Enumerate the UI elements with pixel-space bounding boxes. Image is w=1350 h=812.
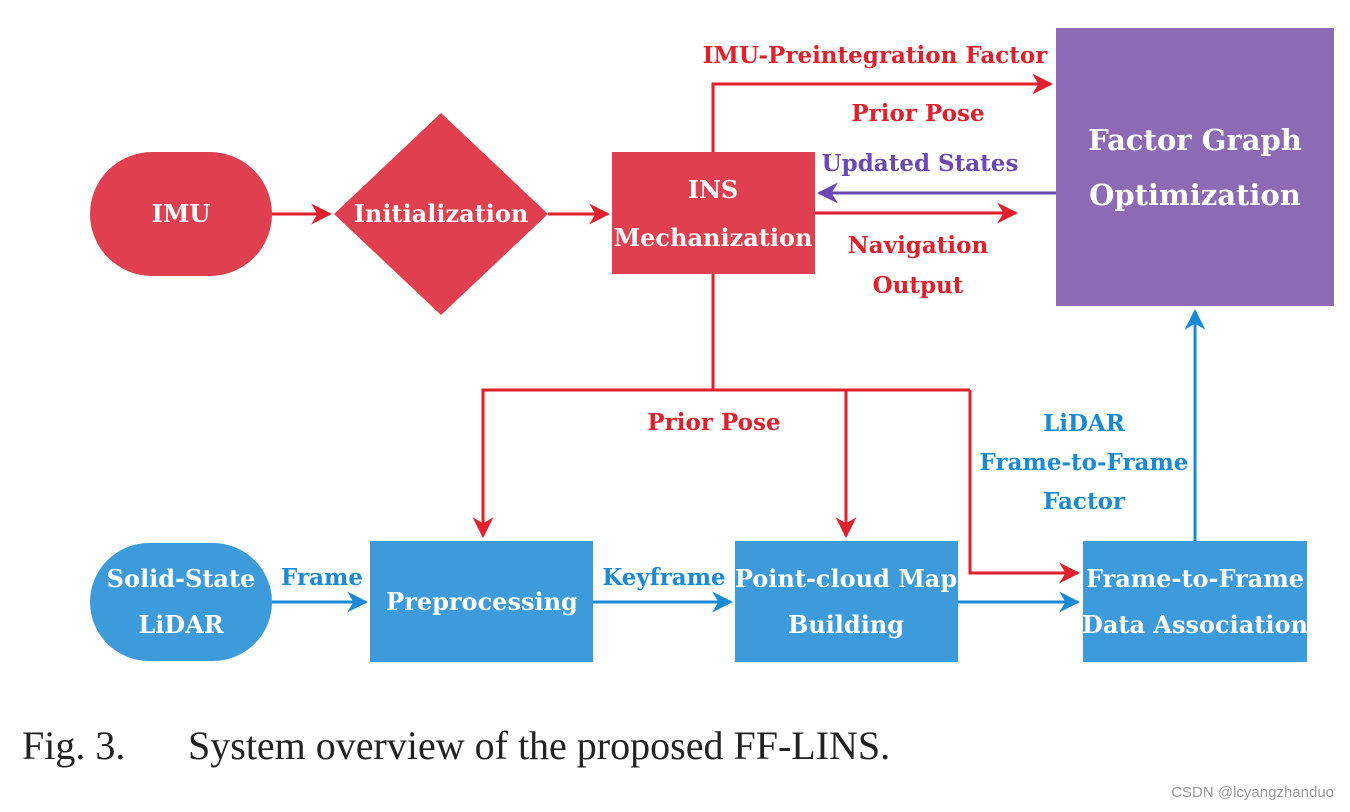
prior-pose-top-label: Prior Pose xyxy=(851,100,984,127)
updated-states-label: Updated States xyxy=(822,150,1019,177)
navigation-output-label-line1: Navigation xyxy=(848,232,989,259)
figure-number: Fig. 3. xyxy=(22,723,126,768)
imu-preintegration-arrow xyxy=(711,73,1054,152)
fgo-label-line2: Optimization xyxy=(1089,178,1301,212)
fgo-label-line1: Factor Graph xyxy=(1088,123,1302,157)
prior-pose-trunk xyxy=(472,274,715,539)
ins-label-line2: Mechanization xyxy=(614,223,813,252)
initialization-label: Initialization xyxy=(354,199,529,228)
preprocessing-node xyxy=(370,541,593,662)
keyframe-label: Keyframe xyxy=(602,564,725,591)
figure-caption: Fig. 3. System overview of the proposed F… xyxy=(22,722,890,769)
map-label-line1: Point-cloud Map xyxy=(735,564,957,593)
frame-label: Frame xyxy=(281,564,363,591)
ins-label-line1: INS xyxy=(688,175,739,204)
navigation-output-label-line2: Output xyxy=(873,272,964,299)
factor-graph-optimization-node xyxy=(1056,28,1334,306)
map-label-line2: Building xyxy=(788,610,904,639)
lidar-label-line2: LiDAR xyxy=(138,610,224,639)
watermark: CSDN @lcyangzhanduo xyxy=(1171,784,1334,801)
assoc-label-line1: Frame-to-Frame xyxy=(1086,564,1304,593)
imu-preintegration-factor-label: IMU-Preintegration Factor xyxy=(703,42,1049,69)
assoc-label-line2: Data Association xyxy=(1082,610,1308,639)
imu-node xyxy=(90,152,272,276)
initialization-node xyxy=(334,113,548,315)
prior-pose-mid-label: Prior Pose xyxy=(647,409,780,436)
lidar-factor-label-line3: Factor xyxy=(1043,488,1126,515)
lidar-label-line1: Solid-State xyxy=(107,564,256,593)
imu-label: IMU xyxy=(152,199,211,228)
point-cloud-map-node xyxy=(735,541,958,662)
data-association-node xyxy=(1083,541,1307,662)
lidar-factor-label-line1: LiDAR xyxy=(1043,410,1126,437)
solid-state-lidar-node xyxy=(90,543,272,661)
preprocessing-label: Preprocessing xyxy=(386,587,578,616)
prior-pose-to-assoc-arrow xyxy=(968,390,1081,584)
lidar-factor-label-line2: Frame-to-Frame xyxy=(980,449,1189,476)
figure-caption-text: System overview of the proposed FF-LINS. xyxy=(188,723,891,768)
ins-mechanization-node xyxy=(612,152,815,274)
